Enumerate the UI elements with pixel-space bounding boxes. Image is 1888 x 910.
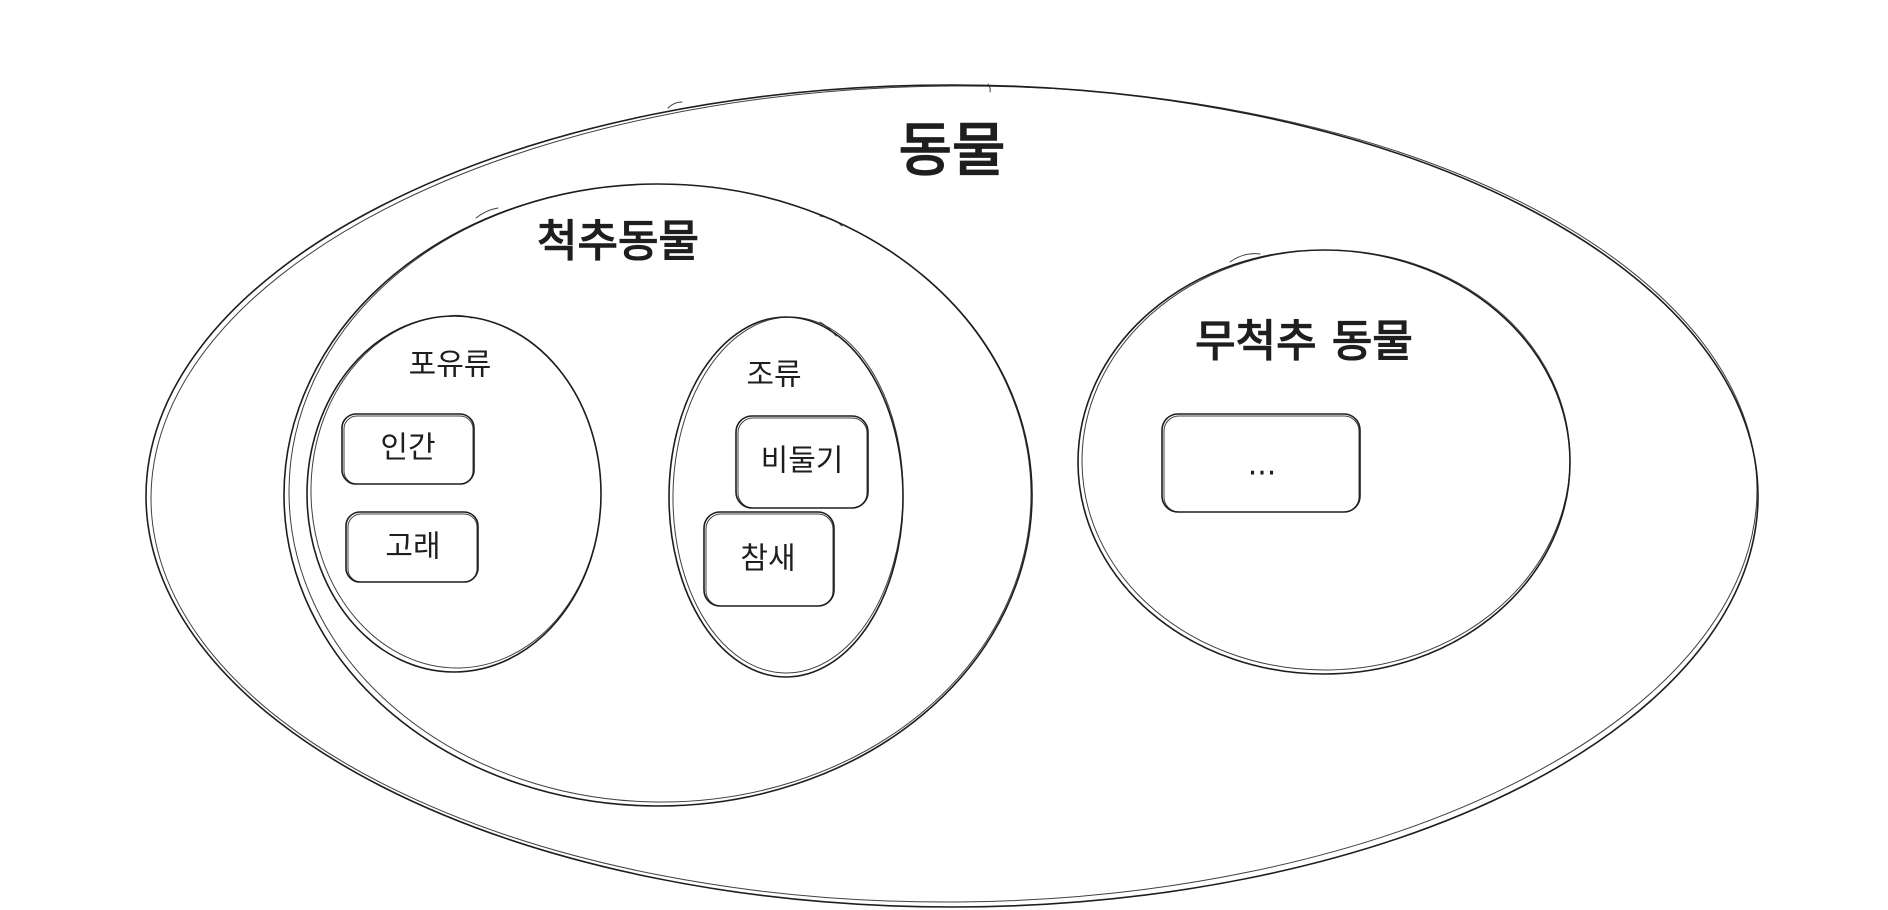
invertebrates-ellipse-sketch	[1081, 249, 1571, 671]
mammals-group: 포유류 인간 고래	[306, 314, 602, 673]
invertebrates-label: 무척추 동물	[1195, 316, 1413, 367]
whale-label: 고래	[385, 530, 440, 565]
vertebrates-group: 척추동물	[283, 183, 1033, 807]
invertebrate-example-label: ...	[1248, 448, 1277, 483]
vertebrates-label: 척추동물	[537, 216, 699, 267]
pigeon-box-sketch	[737, 417, 868, 509]
mammals-label: 포유류	[409, 348, 492, 383]
birds-ellipse-sketch	[672, 316, 904, 674]
mammals-ellipse-tick	[447, 314, 473, 319]
birds-group: 조류 비둘기 참새	[668, 316, 904, 678]
invertebrates-group: 무척추 동물 ...	[1077, 249, 1571, 675]
birds-label: 조류	[746, 358, 801, 393]
vertebrates-ellipse-tick	[475, 207, 843, 227]
vertebrates-ellipse-sketch	[288, 183, 1032, 803]
pigeon-label: 비둘기	[761, 444, 844, 479]
human-box-sketch	[343, 415, 474, 485]
invertebrates-ellipse-tick	[1229, 253, 1261, 263]
animals-group: 동물	[145, 83, 1759, 908]
invertebrate-example-box-sketch	[1163, 415, 1360, 513]
human-label: 인간	[380, 431, 435, 466]
animals-ellipse-sketch	[150, 85, 1758, 903]
sparrow-box-sketch	[705, 513, 834, 607]
animals-ellipse	[145, 84, 1759, 908]
birds-ellipse-tick	[819, 321, 837, 337]
mammals-ellipse-sketch	[310, 315, 602, 669]
animals-ellipse-tick	[667, 83, 991, 109]
sparrow-label: 참새	[740, 542, 795, 577]
vertebrates-ellipse	[283, 183, 1033, 807]
whale-box-sketch	[347, 513, 478, 583]
animals-label: 동물	[899, 116, 1006, 184]
